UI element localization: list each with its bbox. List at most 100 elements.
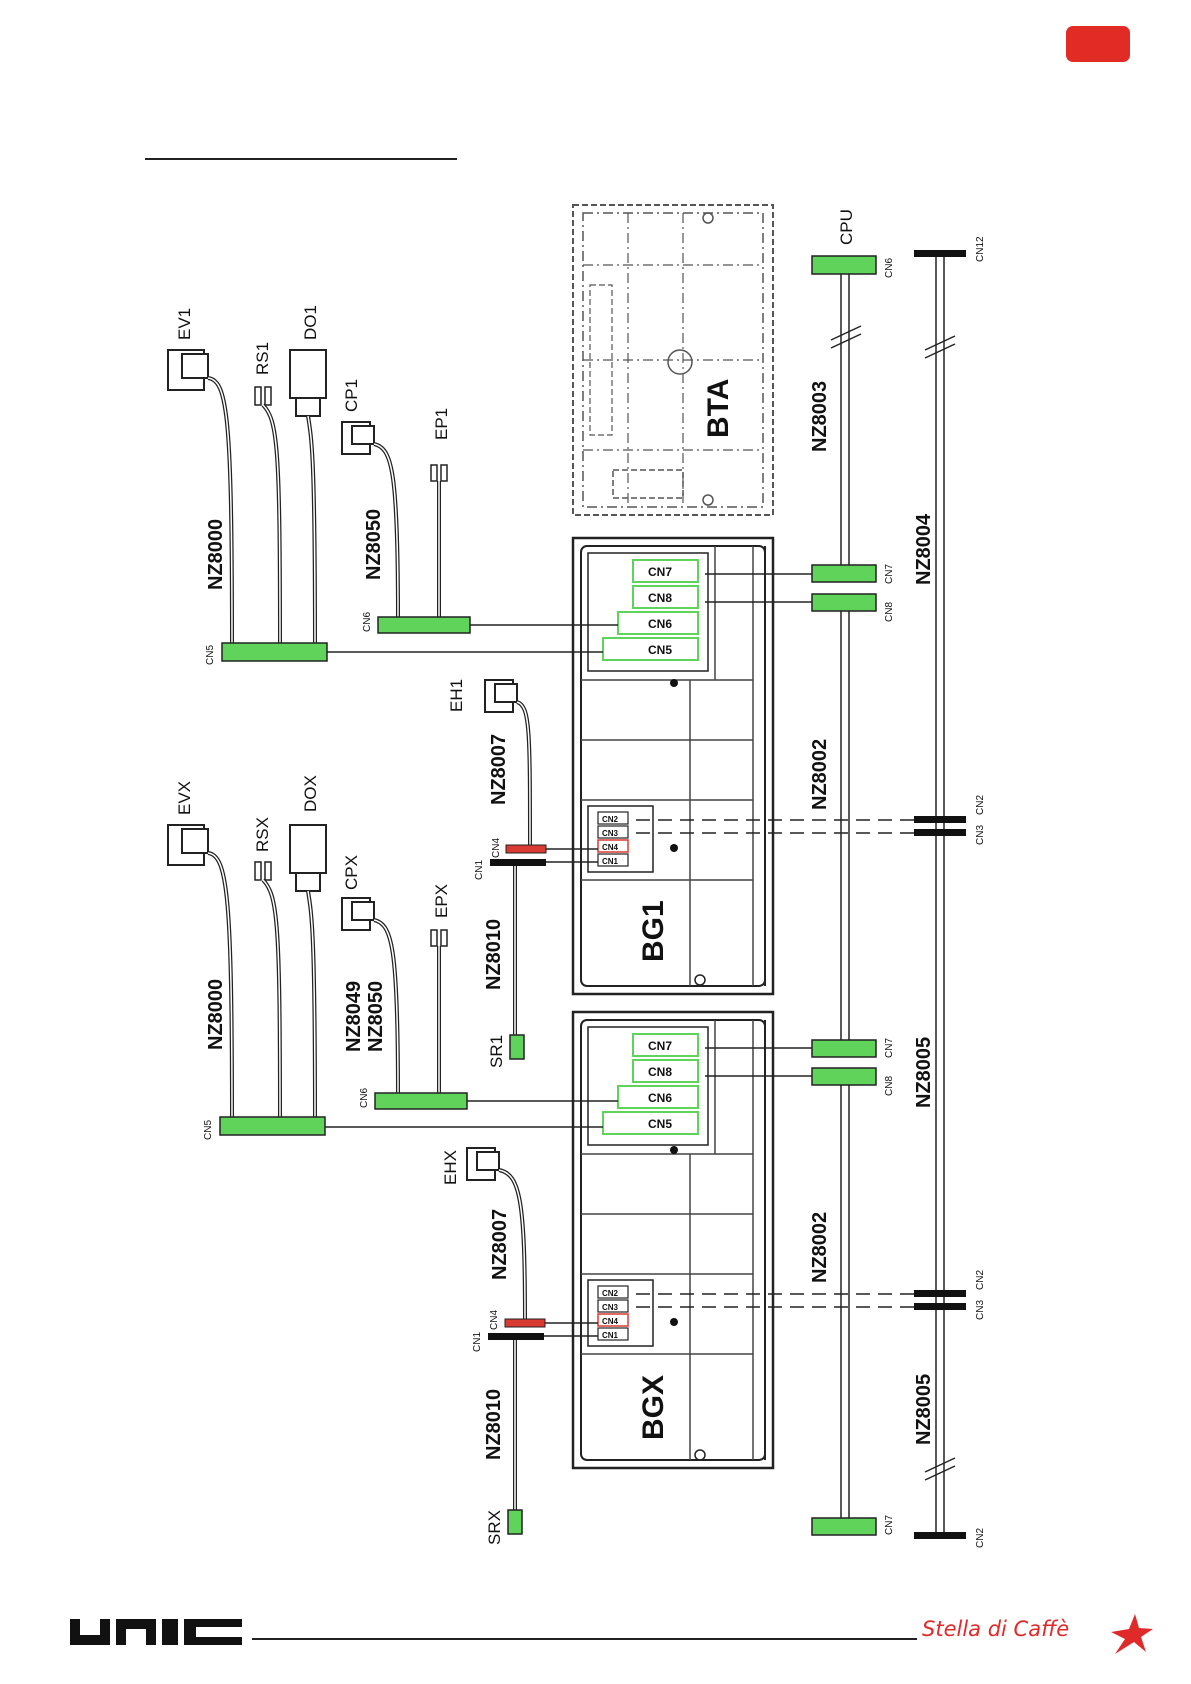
nz8005-lower-label: NZ8005 xyxy=(913,1374,935,1445)
epx-valve-icon xyxy=(430,929,448,1095)
bg1-bus-cn2-connector xyxy=(914,816,966,823)
lower-cn5-label: CN5 xyxy=(203,1120,214,1140)
dox-probe-icon xyxy=(289,824,327,1126)
nz8000-upper-label: NZ8000 xyxy=(205,519,227,590)
bg1-cn1-label: CN1 xyxy=(602,857,619,866)
dox-label: DOX xyxy=(301,775,320,812)
bg1-label: BG1 xyxy=(637,900,670,962)
srx-label: SRX xyxy=(485,1510,504,1545)
bus-harnesses: CPU CN6 NZ8003 CN7 CN8 NZ8002 CN7 CN8 NZ… xyxy=(632,209,986,1548)
ep1-label: EP1 xyxy=(432,408,451,440)
lower-cn1-connector xyxy=(488,1333,544,1340)
bgx-bus-cn2-connector xyxy=(914,1290,966,1297)
bg1-cn2-label: CN2 xyxy=(602,815,619,824)
brand-logo-text: Stella di Caffè xyxy=(922,1617,1070,1641)
bg1-bus-cn7-label: CN7 xyxy=(884,564,895,584)
bgx-bus-cn7-connector xyxy=(811,1039,877,1058)
lower-cn4-label: CN4 xyxy=(489,1310,500,1330)
bgx-bus-cn7-label: CN7 xyxy=(884,1038,895,1058)
evx-solenoid-icon xyxy=(167,824,234,1126)
bg1-bus-cn8-label: CN8 xyxy=(884,602,895,622)
nz8004-label: NZ8004 xyxy=(913,513,935,585)
srx-sensor-icon xyxy=(507,1509,523,1535)
bg1-bus-cn7-connector xyxy=(811,564,877,583)
bgx-bus-cn2-label: CN2 xyxy=(975,1270,986,1290)
cpu-cn6-label: CN6 xyxy=(884,258,895,278)
rs1-sensor-icon xyxy=(254,386,282,651)
bgx-cn3-label: CN3 xyxy=(602,1303,619,1312)
bta-label: BTA xyxy=(702,379,735,438)
nz8005-upper-label: NZ8005 xyxy=(913,1037,935,1108)
eh1-label: EH1 xyxy=(447,679,466,712)
title-underline xyxy=(145,158,457,160)
bgx-bus-cn8-label: CN8 xyxy=(884,1076,895,1096)
ehx-heater-icon xyxy=(466,1147,527,1321)
lower-cn4-connector xyxy=(504,1318,546,1328)
cpu-cn6-connector xyxy=(811,255,877,275)
star-logo-icon xyxy=(1111,1614,1153,1654)
nz8010-lower-label: NZ8010 xyxy=(483,1389,505,1460)
cp1-pump-icon xyxy=(341,421,400,619)
groupx-components: EVX RSX DOX NZ8000 CN5 CPX xyxy=(167,775,618,1545)
cpu-label: CPU xyxy=(837,209,856,245)
upper-cn5-connector xyxy=(221,642,328,662)
bottom-cn7-connector xyxy=(811,1517,877,1536)
lower-cn6-label: CN6 xyxy=(359,1088,370,1108)
cpx-label: CPX xyxy=(342,855,361,890)
nz8007-lower-label: NZ8007 xyxy=(489,1209,511,1280)
lower-cn1-label: CN1 xyxy=(472,1332,483,1352)
upper-cn6-label: CN6 xyxy=(362,612,373,632)
nz8002-lower-label: NZ8002 xyxy=(809,1212,831,1283)
ep1-valve-icon xyxy=(430,464,448,618)
evx-label: EVX xyxy=(175,781,194,815)
nz8002-upper-label: NZ8002 xyxy=(809,739,831,810)
bgx-bus-cn3-label: CN3 xyxy=(975,1300,986,1320)
page-tab xyxy=(1066,26,1130,62)
bgx-bus-cn8-connector xyxy=(811,1067,877,1086)
unic-logo xyxy=(70,1619,242,1645)
nz8010-upper-label: NZ8010 xyxy=(483,919,505,990)
bgx-board: CN7 CN8 CN6 CN5 CN2 CN3 CN4 CN1 BGX xyxy=(571,1010,775,1470)
bg1-cn3-label: CN3 xyxy=(602,829,619,838)
lower-cn5-connector xyxy=(219,1116,326,1136)
epx-label: EPX xyxy=(432,884,451,918)
lower-cn6-connector xyxy=(374,1092,468,1110)
cpx-pump-icon xyxy=(341,897,400,1096)
bg1-cn4-label: CN4 xyxy=(602,843,619,852)
nz8050-lower-label: NZ8050 xyxy=(365,981,387,1052)
upper-cn1-connector xyxy=(490,859,546,866)
rsx-sensor-icon xyxy=(254,861,282,1126)
bottom-cn2-label: CN2 xyxy=(975,1528,986,1548)
bgx-bus-cn3-connector xyxy=(914,1303,966,1310)
cn12-label: CN12 xyxy=(975,236,986,262)
rsx-label: RSX xyxy=(253,817,272,852)
bg1-bus-cn2-label: CN2 xyxy=(975,795,986,815)
ehx-label: EHX xyxy=(441,1150,460,1185)
bg1-bus-cn3-label: CN3 xyxy=(975,825,986,845)
cn12-connector xyxy=(914,250,966,257)
group1-components: EV1 RS1 DO1 NZ8000 CN5 CP1 xyxy=(167,305,618,1068)
nz8003-label: NZ8003 xyxy=(809,381,831,452)
bgx-cn6-label: CN6 xyxy=(648,1091,672,1105)
bgx-cn8-label: CN8 xyxy=(648,1065,672,1079)
nz8000-lower-label: NZ8000 xyxy=(205,979,227,1050)
bg1-cn7-label: CN7 xyxy=(648,565,672,579)
bgx-cn2-label: CN2 xyxy=(602,1289,619,1298)
ev1-label: EV1 xyxy=(175,308,194,340)
upper-cn6-connector xyxy=(377,616,471,634)
sr1-label: SR1 xyxy=(487,1035,506,1068)
bg1-bus-cn8-connector xyxy=(811,593,877,612)
bgx-cn5-label: CN5 xyxy=(648,1117,672,1131)
bta-board: BTA xyxy=(572,204,774,516)
bgx-cn1-label: CN1 xyxy=(602,1331,619,1340)
footer-rule xyxy=(252,1638,917,1640)
rs1-label: RS1 xyxy=(253,342,272,375)
bg1-cn8-label: CN8 xyxy=(648,591,672,605)
upper-cn1-label: CN1 xyxy=(474,860,485,880)
bgx-cn7-label: CN7 xyxy=(648,1039,672,1053)
bottom-cn7-label: CN7 xyxy=(884,1515,895,1535)
bgx-label: BGX xyxy=(637,1375,670,1440)
eh1-heater-icon xyxy=(484,679,532,851)
nz8007-upper-label: NZ8007 xyxy=(488,734,510,805)
